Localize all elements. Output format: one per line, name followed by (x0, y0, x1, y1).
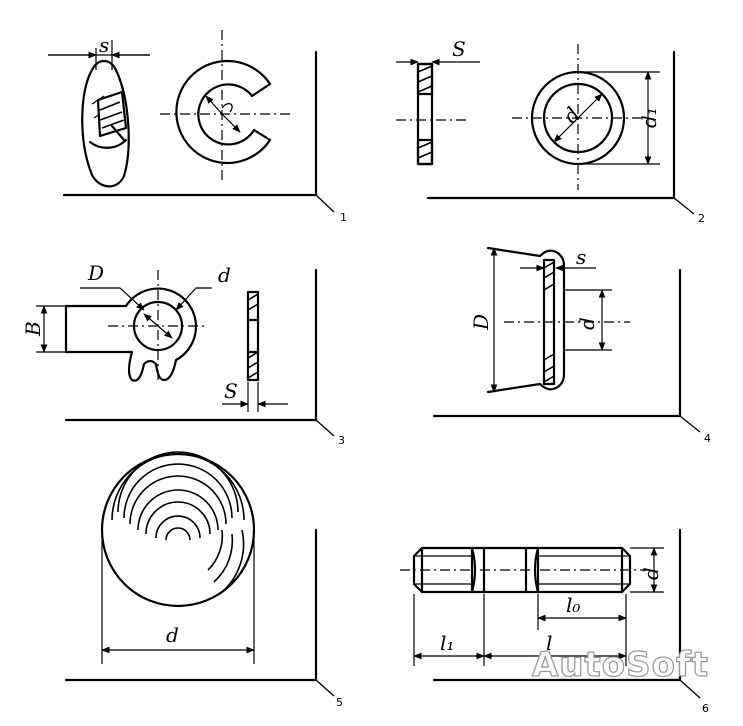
fig1-number: 1 (340, 211, 347, 224)
fig4-s-label: s (576, 245, 586, 269)
fig4-number: 4 (704, 432, 711, 445)
fig3-leader (315, 419, 335, 437)
watermark-text: AutoSoft (532, 645, 709, 685)
fig2-leader (673, 197, 695, 215)
fig5-number: 5 (336, 696, 343, 709)
fig3-s-label: S (224, 379, 238, 403)
figure-5-disc: 5 d (64, 451, 343, 709)
fig4-leader (679, 415, 701, 433)
fig4-D-label: D (469, 314, 493, 331)
fig2-d-label: d (558, 102, 585, 127)
fig1-leader (315, 194, 335, 213)
figure-3-tab-washer: 3 D d B S (21, 261, 345, 447)
fig1-side-view (81, 59, 130, 188)
fig2-ring-view: d d₁ (512, 44, 661, 190)
fig6-number: 6 (702, 702, 709, 715)
fig3-d-label: d (218, 263, 231, 287)
fig4-d-label: d (575, 317, 599, 330)
fig1-s-label: s (99, 33, 109, 57)
fig2-s-label: S (452, 37, 466, 61)
fig3-B-label: B (21, 321, 45, 337)
fig1-frame (62, 50, 318, 197)
fig4-frame (432, 268, 682, 418)
fig6-l-label: l (546, 631, 552, 655)
figure-4-cup-washer: 4 s D d (432, 245, 711, 445)
fig3-number: 3 (338, 434, 345, 447)
fig2-number: 2 (698, 212, 705, 225)
fig3-section-view (222, 290, 288, 412)
fig5-d-label: d (166, 623, 179, 647)
fig5-disc-view (100, 451, 256, 664)
figure-2-flat-washer: 2 S d d₁ (396, 37, 705, 225)
fig1-ring-view (160, 30, 290, 182)
fig2-section-view (396, 62, 470, 166)
fig3-D-label: D (87, 261, 104, 285)
fig6-d-label: d (639, 567, 663, 580)
fig6-leader (679, 679, 701, 699)
fig6-l1-label: l₁ (440, 631, 454, 655)
fig4-section-view (486, 246, 630, 394)
figure-6-stud: 6 d l₀ l₁ l (400, 528, 709, 715)
fig6-l0-label: l₀ (566, 593, 580, 617)
fig6-stud-view (400, 546, 664, 666)
fig5-leader (315, 679, 335, 697)
fig3-plan-view (36, 270, 212, 382)
figure-1-spring-washer: 1 s (48, 30, 347, 224)
fig2-d1-label: d₁ (637, 107, 661, 128)
